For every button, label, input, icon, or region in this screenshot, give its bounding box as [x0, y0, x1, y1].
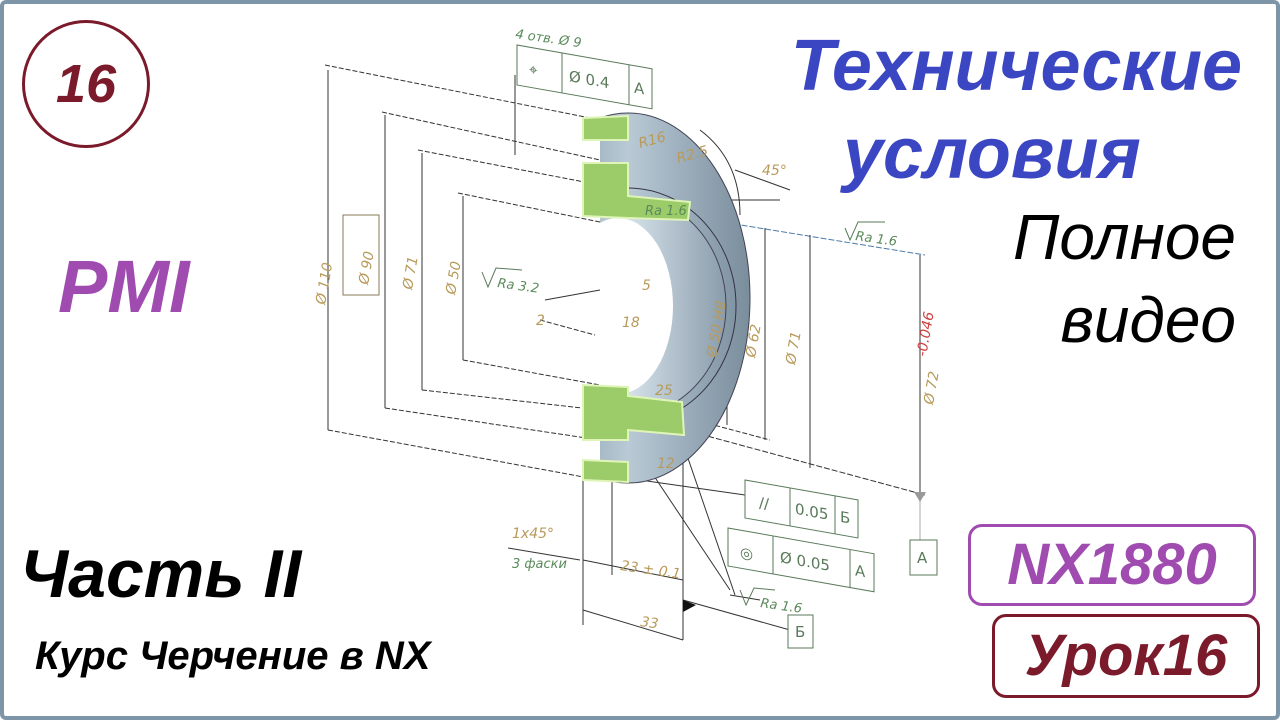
- version-text: NX1880: [1007, 532, 1217, 597]
- roughness-ra32: Ra 3.2: [496, 276, 539, 297]
- dim-angle: 45°: [762, 163, 787, 179]
- d90-basic-box: [342, 214, 380, 296]
- fcf-concentric: ◎ Ø 0.05 A: [727, 527, 875, 593]
- fcf-parallel: // 0.05 Б: [744, 479, 859, 539]
- fcf-position-datum: A: [634, 79, 645, 99]
- roughness-ra16-bottom: Ra 1.6: [759, 596, 802, 617]
- lesson-number-badge: 16: [22, 20, 150, 148]
- dim-d72-tolerance: -0.046: [914, 310, 938, 357]
- fcf-parallel-datum: Б: [840, 508, 850, 528]
- svg-text:A: A: [917, 549, 928, 567]
- dim-d90: Ø 90: [356, 250, 378, 287]
- subtitle-line2: видео: [1060, 284, 1236, 356]
- subtitle-line1: Полное: [1012, 201, 1236, 273]
- lesson-number: 16: [55, 54, 117, 114]
- dim-w23: 23 ± 0.1: [619, 558, 681, 582]
- datum-b-triangle: [683, 600, 696, 612]
- dim-d50: Ø 50: [443, 260, 465, 297]
- datum-b-box: Б: [787, 614, 814, 649]
- dim-w18: 18: [622, 315, 640, 331]
- title-line2: условия: [843, 114, 1141, 194]
- dim-d62: Ø 62: [743, 323, 765, 360]
- dim-r16: R16: [637, 129, 668, 152]
- fcf-position: ⌖ Ø 0.4 A: [516, 44, 653, 110]
- svg-text:Б: Б: [795, 623, 805, 641]
- datum-a-box: A: [909, 539, 938, 576]
- chamfer-note: 1x45°: [512, 526, 554, 542]
- course-label: Курс Черчение в NX: [35, 634, 431, 678]
- pmi-label: PMI: [58, 245, 190, 328]
- dim-w5: 5: [642, 278, 651, 294]
- dim-w12: 12: [657, 456, 675, 472]
- dim-w2: 2: [536, 313, 545, 329]
- datum-a-triangle: [914, 492, 926, 502]
- fcf-concentric-tolerance: Ø 0.05: [780, 548, 830, 575]
- parallelism-symbol-icon: //: [759, 494, 770, 514]
- dim-d71-right: Ø 71: [783, 330, 805, 367]
- dim-d110: Ø 110: [313, 261, 336, 306]
- lesson-badge: Урок16: [992, 614, 1260, 698]
- section-bottom-t: [582, 383, 686, 441]
- concentricity-symbol-icon: ◎: [740, 543, 753, 563]
- lesson-text: Урок16: [1024, 623, 1228, 688]
- roughness-ra16-inner: Ra 1.6: [645, 204, 687, 219]
- flange-part: [582, 112, 751, 484]
- hole-note: 4 отв. Ø 9: [514, 27, 582, 51]
- fcf-concentric-datum: A: [855, 562, 866, 582]
- position-symbol-icon: ⌖: [529, 60, 538, 79]
- roughness-ra16-top: Ra 1.6: [854, 229, 897, 250]
- roughness-symbol-icon: [481, 267, 523, 289]
- roughness-symbol-icon: [844, 221, 885, 242]
- dim-w25: 25: [655, 383, 673, 399]
- chamfer-count: 3 фаски: [512, 557, 567, 572]
- version-badge: NX1880: [968, 524, 1256, 606]
- title-line1: Технические: [790, 26, 1242, 106]
- section-top-t: [582, 162, 692, 222]
- section-top-lug: [582, 114, 629, 141]
- section-bottom-lug: [582, 458, 629, 484]
- roughness-symbol-icon: [739, 587, 776, 607]
- dim-w33: 33: [639, 614, 659, 632]
- dim-d71-left: Ø 71: [400, 255, 422, 292]
- dim-d72: Ø 72: [921, 370, 943, 407]
- fcf-position-tolerance: Ø 0.4: [569, 67, 609, 92]
- part-label: Часть II: [20, 536, 302, 612]
- fcf-parallel-tolerance: 0.05: [795, 500, 828, 524]
